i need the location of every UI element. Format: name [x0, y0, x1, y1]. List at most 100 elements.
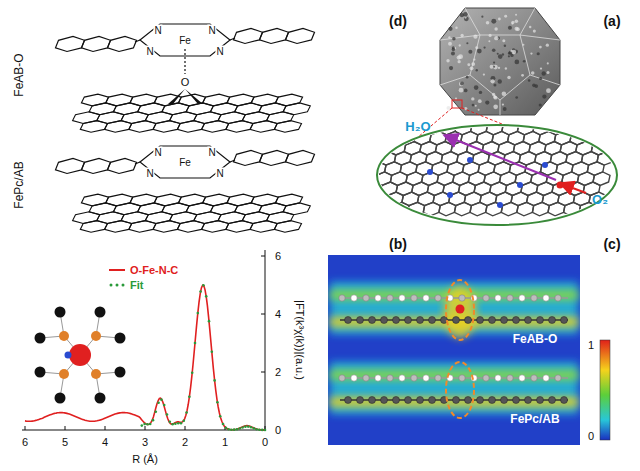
texture-dot [475, 46, 478, 49]
atom [429, 317, 436, 324]
atom [537, 317, 544, 324]
texture-dot [547, 71, 550, 74]
hexagon-ring [177, 121, 204, 133]
hexagon-ring [377, 202, 394, 216]
texture-dot [468, 50, 472, 54]
hexagon-ring [501, 202, 518, 216]
atom [417, 317, 424, 324]
texture-dot [508, 26, 512, 30]
hexagon-ring [371, 192, 388, 206]
atom [465, 317, 472, 324]
texture-dot [486, 21, 490, 25]
atom [351, 375, 357, 381]
atom [555, 375, 561, 381]
texture-dot [546, 44, 549, 47]
atom [423, 375, 429, 381]
atom [513, 317, 520, 324]
colorbar-label: 0 [588, 430, 594, 442]
x-tick: 3 [142, 436, 148, 448]
tick [261, 256, 265, 257]
tick [65, 426, 66, 430]
o2-arrow [562, 184, 586, 193]
atom [561, 317, 568, 324]
atom [429, 397, 436, 404]
atom [477, 317, 484, 324]
carbon-atom [55, 393, 66, 404]
carbon-atom [35, 333, 46, 344]
atom [507, 295, 513, 301]
fit-dot [219, 415, 222, 418]
hexagon-ring [358, 142, 375, 156]
atom-label: O [180, 76, 191, 88]
fit-dot [264, 429, 267, 432]
nitrogen-dot [447, 192, 453, 198]
atom [459, 295, 465, 301]
hexagon-ring [73, 212, 100, 224]
tick [185, 426, 186, 430]
hexagon-ring [81, 94, 108, 106]
texture-dot [534, 84, 538, 88]
hexagon-ring [129, 121, 156, 133]
fit-dot [174, 422, 177, 425]
texture-dot [448, 27, 452, 31]
hexagon-ring [359, 172, 376, 186]
atom [381, 397, 388, 404]
atom-label: N [145, 46, 154, 57]
atom [561, 397, 568, 404]
nitrogen-dot [427, 169, 433, 175]
hexagon-ring [383, 131, 400, 145]
benzo-ring [234, 151, 263, 166]
texture-dot [477, 49, 482, 54]
axis-title: |FT(k³χ(k))|(a.u.) [294, 300, 306, 380]
atom [435, 375, 441, 381]
atom [351, 295, 357, 301]
atom [375, 375, 381, 381]
legend-row: O-Fe-N-C [108, 262, 178, 277]
texture-dot [515, 14, 517, 16]
texture-dot [515, 20, 518, 23]
texture-dot [460, 82, 464, 86]
x-tick: 1 [222, 436, 228, 448]
axis-title: R (Å) [132, 453, 158, 465]
atom [459, 375, 465, 381]
texture-dot [460, 34, 463, 37]
hexagon-ring [381, 182, 398, 196]
fit-dot [236, 428, 239, 431]
hexagon-ring [595, 121, 612, 135]
atom [453, 317, 460, 324]
carbon-atom [35, 367, 46, 378]
texture-dot [528, 79, 531, 82]
hexagon-ring [548, 202, 565, 216]
benzo-ring [56, 37, 85, 52]
bond [230, 38, 235, 40]
texture-dot [478, 99, 482, 103]
atom [345, 317, 352, 324]
chart-legend: O-Fe-N-CFit [108, 262, 178, 292]
texture-dot [502, 39, 505, 42]
texture-dot [531, 71, 535, 75]
hexagon-ring [274, 221, 301, 233]
texture-dot [493, 105, 498, 110]
hexagon-ring [373, 142, 390, 156]
texture-dot [507, 76, 510, 79]
texture-dot [498, 79, 502, 83]
atom [381, 317, 388, 324]
fit-dot [180, 422, 183, 425]
fit-dot [250, 426, 253, 429]
structure-label: FePc/AB [510, 413, 559, 426]
atom-label: N [207, 147, 216, 158]
texture-dot [498, 67, 500, 69]
texture-dot [493, 61, 495, 63]
hexagon-ring [386, 192, 403, 206]
fit-dot [261, 429, 264, 432]
texture-dot [483, 73, 485, 75]
density-glow [330, 282, 578, 414]
atom [393, 397, 400, 404]
atom [519, 295, 525, 301]
texture-dot [473, 58, 475, 60]
carbon-atom [115, 333, 126, 344]
nitrogen-dot [517, 182, 523, 188]
hexagon-ring [129, 221, 156, 233]
highlight-ellipse [446, 362, 474, 418]
atom [549, 317, 556, 324]
